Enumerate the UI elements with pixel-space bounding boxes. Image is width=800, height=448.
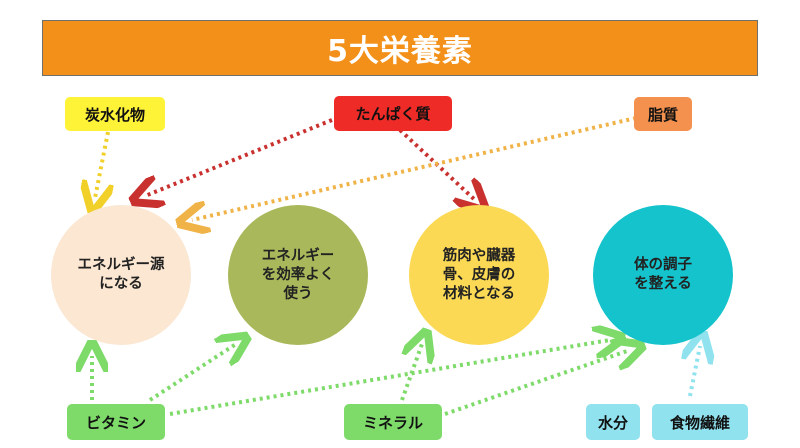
arrow-protein-to-energy-source <box>145 118 333 196</box>
role-energy-use: エネルギー を効率よく 使う <box>228 205 368 345</box>
nutrient-mineral-label: ミネラル <box>362 413 423 432</box>
nutrient-fiber-label: 食物繊維 <box>669 413 730 432</box>
role-body-building-line-3: 材料となる <box>442 285 516 302</box>
nutrient-fat: 脂質 <box>634 97 692 131</box>
nutrient-carbohydrate: 炭水化物 <box>65 97 165 131</box>
nutrient-mineral: ミネラル <box>344 404 442 440</box>
nutrient-water-label: 水分 <box>597 413 628 432</box>
nutrient-fiber: 食物繊維 <box>652 404 748 440</box>
role-energy-source: エネルギー源 になる <box>51 205 191 345</box>
role-energy-source-line-1: エネルギー源 <box>77 257 165 273</box>
nutrient-protein-label: たんぱく質 <box>355 105 431 123</box>
arrow-carb-to-energy-source <box>95 131 108 198</box>
nutrient-fat-label: 脂質 <box>647 105 678 124</box>
arrow-vitamin-to-regulation <box>169 340 610 416</box>
role-body-building: 筋肉や臓器 骨、皮膚の 材料となる <box>409 205 549 345</box>
role-regulation: 体の調子 を整える <box>593 205 733 345</box>
page-title: 5大栄養素 <box>327 34 473 69</box>
role-regulation-line-2: を整える <box>634 276 692 292</box>
role-energy-use-line-1: エネルギー <box>261 247 335 264</box>
nutrient-vitamin: ビタミン <box>67 404 165 440</box>
title-banner: 5大栄養素 <box>42 20 758 76</box>
role-energy-use-line-3: 使う <box>283 285 313 302</box>
arrow-mineral-to-body-building <box>400 344 422 401</box>
role-energy-source-line-2: になる <box>99 276 143 292</box>
nutrient-protein: たんぱく質 <box>334 96 452 131</box>
arrow-fat-to-energy-source <box>192 116 637 220</box>
role-energy-use-line-2: を効率よく <box>261 266 335 283</box>
arrow-vitamin-to-energy-use <box>148 344 236 402</box>
nutrient-water: 水分 <box>586 404 640 440</box>
role-body-building-line-1: 筋肉や臓器 <box>442 247 516 264</box>
nutrient-vitamin-label: ビタミン <box>85 413 146 432</box>
arrow-fiber-to-regulation <box>690 346 700 397</box>
role-body-building-line-2: 骨、皮膚の <box>442 266 516 283</box>
arrow-mineral-to-regulation <box>444 350 630 416</box>
role-regulation-line-1: 体の調子 <box>634 257 692 273</box>
nutrient-carbohydrate-label: 炭水化物 <box>84 105 145 124</box>
